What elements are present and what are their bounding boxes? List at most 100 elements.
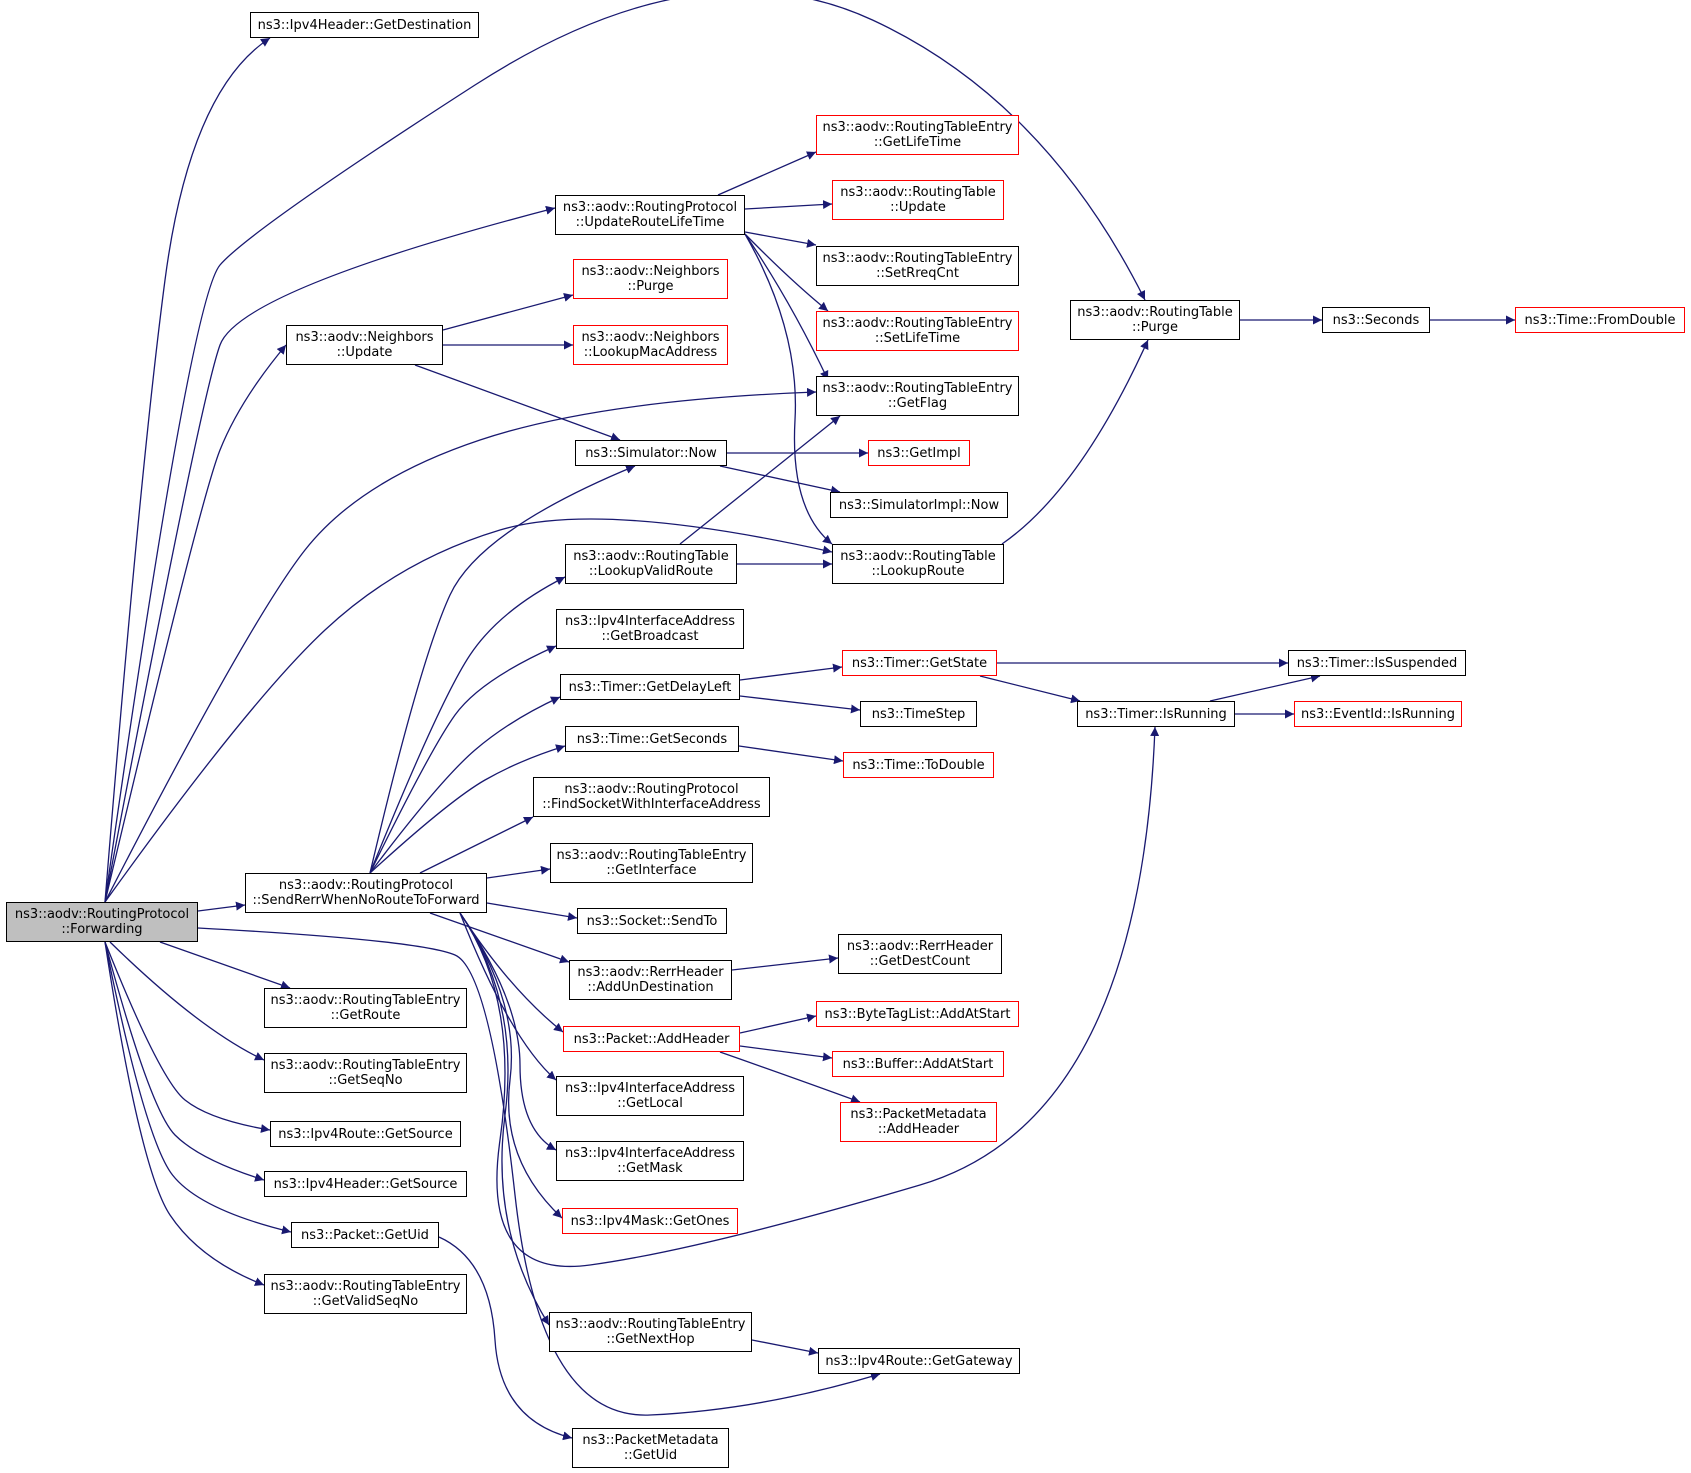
function-node[interactable]: ns3::Ipv4Header::GetSource bbox=[264, 1171, 467, 1197]
function-node[interactable]: ns3::GetImpl bbox=[868, 440, 970, 466]
function-node-label: ns3::aodv::RoutingProtocol bbox=[278, 878, 454, 893]
function-node-label: ns3::aodv::RoutingTable bbox=[573, 549, 729, 564]
edge-n21-to-n23 bbox=[979, 675, 1081, 704]
edge-n30-to-n19 bbox=[369, 645, 557, 874]
function-node-label: ::Purge bbox=[627, 279, 674, 294]
function-node-label: ::LookupMacAddress bbox=[583, 345, 718, 360]
function-node[interactable]: ns3::aodv::RoutingTable::LookupValidRout… bbox=[565, 544, 737, 584]
function-node[interactable]: ns3::TimeStep bbox=[860, 701, 977, 727]
function-node-label: ns3::Time::ToDouble bbox=[852, 757, 985, 773]
function-node[interactable]: ns3::aodv::Neighbors::Purge bbox=[573, 259, 728, 299]
function-node[interactable]: ns3::aodv::RoutingTableEntry::GetSeqNo bbox=[264, 1053, 467, 1093]
function-node-label: ns3::GetImpl bbox=[877, 445, 961, 461]
function-node-label: ns3::SimulatorImpl::Now bbox=[838, 497, 1000, 513]
function-node[interactable]: ns3::aodv::RoutingProtocol::SendRerrWhen… bbox=[245, 873, 487, 913]
function-node[interactable]: ns3::Timer::IsRunning bbox=[1077, 701, 1235, 727]
function-node[interactable]: ns3::Packet::GetUid bbox=[291, 1222, 439, 1248]
function-node[interactable]: ns3::Time::GetSeconds bbox=[565, 726, 739, 752]
edge-n10-to-n9 bbox=[442, 292, 574, 331]
function-node[interactable]: ns3::aodv::RoutingTableEntry::GetLifeTim… bbox=[816, 115, 1019, 155]
function-node-label: ::AddHeader bbox=[877, 1122, 960, 1137]
function-node[interactable]: ns3::Timer::IsSuspended bbox=[1288, 650, 1466, 676]
function-node-label: ns3::aodv::RoutingTableEntry bbox=[556, 848, 747, 863]
function-node-label: ns3::aodv::RoutingTableEntry bbox=[555, 1317, 746, 1332]
edge-n3-to-n8 bbox=[744, 233, 829, 381]
edge-n0-to-n3 bbox=[104, 205, 556, 903]
function-node-label: ::GetMask bbox=[617, 1161, 683, 1176]
function-node[interactable]: ns3::Simulator::Now bbox=[575, 440, 727, 466]
function-node-label: ::FindSocketWithInterfaceAddress bbox=[542, 797, 761, 812]
function-node[interactable]: ns3::aodv::RoutingTableEntry::GetNextHop bbox=[549, 1312, 752, 1352]
function-node[interactable]: ns3::aodv::RoutingProtocol::FindSocketWi… bbox=[533, 777, 770, 817]
function-node-label: ::SendRerrWhenNoRouteToForward bbox=[252, 893, 480, 908]
function-node-label: ns3::Ipv4Header::GetSource bbox=[273, 1176, 458, 1192]
function-node-label: ::GetFlag bbox=[887, 396, 948, 411]
edge-n10-to-n12 bbox=[414, 364, 621, 442]
function-node[interactable]: ns3::aodv::RoutingTableEntry::GetFlag bbox=[816, 376, 1019, 416]
function-node[interactable]: ns3::ByteTagList::AddAtStart bbox=[816, 1001, 1019, 1027]
function-node[interactable]: ns3::Time::FromDouble bbox=[1515, 307, 1685, 333]
function-node[interactable]: ns3::Timer::GetDelayLeft bbox=[560, 674, 740, 700]
function-node[interactable]: ns3::Ipv4InterfaceAddress::GetBroadcast bbox=[556, 609, 744, 649]
function-node-label: ns3::aodv::Neighbors bbox=[295, 330, 434, 345]
function-node-label: ns3::Simulator::Now bbox=[585, 445, 717, 461]
function-node[interactable]: ns3::Ipv4Header::GetDestination bbox=[250, 12, 479, 38]
function-node[interactable]: ns3::aodv::RoutingTableEntry::GetRoute bbox=[264, 988, 467, 1028]
function-node[interactable]: ns3::Seconds bbox=[1322, 307, 1430, 333]
edge-n30-to-n28 bbox=[419, 816, 534, 874]
function-node[interactable]: ns3::Ipv4InterfaceAddress::GetMask bbox=[556, 1141, 744, 1181]
edge-n20-to-n25 bbox=[739, 695, 861, 714]
function-node[interactable]: ns3::aodv::Neighbors::LookupMacAddress bbox=[573, 325, 728, 365]
function-node[interactable]: ns3::Socket::SendTo bbox=[577, 908, 727, 934]
edge-n0-to-n8 bbox=[104, 387, 817, 903]
function-node-label: ::Update bbox=[336, 345, 393, 360]
function-node[interactable]: ns3::aodv::RoutingTableEntry::GetInterfa… bbox=[550, 843, 753, 883]
function-node-label: ns3::Timer::IsRunning bbox=[1085, 706, 1227, 722]
function-node-label: ::Update bbox=[890, 200, 946, 215]
function-node[interactable]: ns3::PacketMetadata::GetUid bbox=[572, 1428, 729, 1468]
function-node[interactable]: ns3::aodv::Neighbors::Update bbox=[286, 325, 443, 365]
function-node-label: ns3::aodv::RoutingTableEntry bbox=[822, 251, 1013, 266]
function-node[interactable]: ns3::aodv::RoutingProtocol::UpdateRouteL… bbox=[555, 195, 745, 235]
function-node[interactable]: ns3::PacketMetadata::AddHeader bbox=[840, 1102, 997, 1142]
function-node-label: ::GetLocal bbox=[617, 1096, 683, 1111]
function-node[interactable]: ns3::aodv::RoutingTableEntry::GetValidSe… bbox=[264, 1274, 467, 1314]
function-node[interactable]: ns3::Packet::AddHeader bbox=[563, 1026, 740, 1052]
edge-n0-to-n1 bbox=[104, 37, 271, 903]
function-node[interactable]: ns3::Ipv4Route::GetGateway bbox=[818, 1348, 1020, 1374]
function-node-label: ::LookupRoute bbox=[871, 564, 965, 579]
edge-n35-to-n37 bbox=[719, 1051, 861, 1104]
function-node[interactable]: ns3::aodv::RoutingTable::Update bbox=[832, 180, 1004, 220]
function-node[interactable]: ns3::aodv::RoutingTableEntry::SetLifeTim… bbox=[816, 311, 1019, 351]
edge-n30-to-n12 bbox=[369, 465, 636, 874]
function-node[interactable]: ns3::aodv::RerrHeader::GetDestCount bbox=[838, 934, 1002, 974]
edge-n23-to-n22 bbox=[1209, 673, 1321, 702]
function-node[interactable]: ns3::Time::ToDouble bbox=[843, 752, 994, 778]
function-node[interactable]: ns3::SimulatorImpl::Now bbox=[830, 492, 1008, 518]
function-node[interactable]: ns3::aodv::RoutingTable::LookupRoute bbox=[832, 544, 1004, 584]
function-node[interactable]: ns3::Ipv4Route::GetSource bbox=[270, 1121, 461, 1147]
function-node-label: ns3::aodv::RoutingTableEntry bbox=[270, 1279, 461, 1294]
function-node-label: ns3::aodv::RoutingTableEntry bbox=[822, 120, 1013, 135]
function-node-label: ns3::ByteTagList::AddAtStart bbox=[824, 1006, 1011, 1022]
function-node-label: ns3::Packet::AddHeader bbox=[573, 1031, 730, 1047]
function-node-label: ::GetValidSeqNo bbox=[312, 1294, 419, 1309]
edge-n30-to-n20 bbox=[369, 696, 561, 874]
function-node-label: ns3::PacketMetadata bbox=[582, 1433, 719, 1448]
function-node-label: ns3::Timer::GetDelayLeft bbox=[568, 679, 732, 695]
function-node[interactable]: ns3::aodv::RoutingTable::Purge bbox=[1070, 300, 1240, 340]
edge-n30-to-n47 bbox=[459, 912, 550, 1326]
function-node[interactable]: ns3::Timer::GetState bbox=[842, 650, 997, 676]
edge-n0-to-n41 bbox=[104, 941, 271, 1133]
function-node[interactable]: ns3::aodv::RoutingTableEntry::SetRreqCnt bbox=[816, 246, 1019, 286]
function-node-label: ns3::Socket::SendTo bbox=[586, 913, 718, 929]
function-node-label: ::GetNextHop bbox=[606, 1332, 695, 1347]
function-node[interactable]: ns3::aodv::RerrHeader::AddUnDestination bbox=[569, 960, 732, 1000]
function-node[interactable]: ns3::Ipv4InterfaceAddress::GetLocal bbox=[556, 1076, 744, 1116]
edge-n12-to-n14 bbox=[719, 465, 841, 495]
edge-n0-to-n16 bbox=[104, 518, 833, 903]
function-node[interactable]: ns3::Ipv4Mask::GetOnes bbox=[562, 1208, 738, 1234]
function-node[interactable]: ns3::Buffer::AddAtStart bbox=[832, 1051, 1004, 1077]
function-node[interactable]: ns3::EventId::IsRunning bbox=[1294, 701, 1462, 727]
